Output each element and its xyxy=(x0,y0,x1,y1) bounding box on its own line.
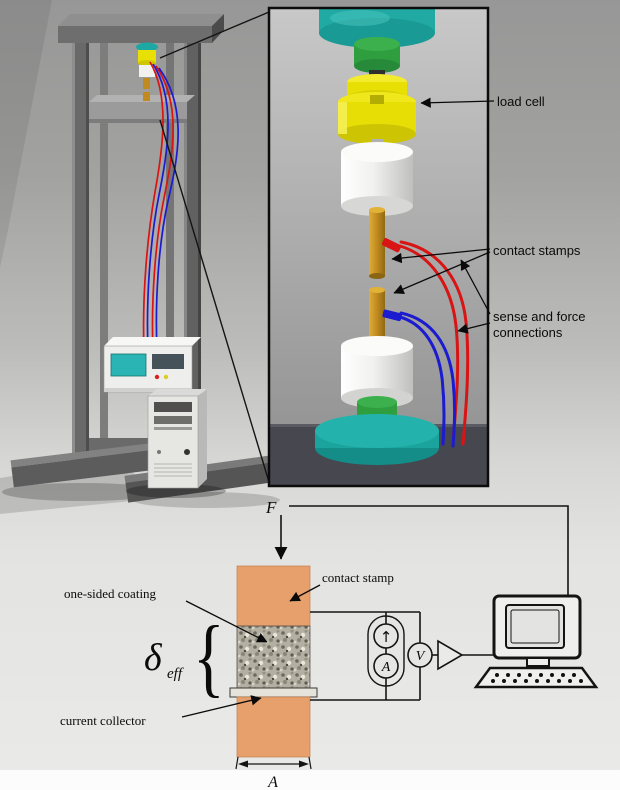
contact-stamp-leader xyxy=(289,584,321,602)
voltmeter-label: V xyxy=(416,649,426,664)
crt-screen xyxy=(505,604,565,649)
schematic: F contact stamp one-sided coating curren… xyxy=(60,498,599,790)
amplifier-triangle xyxy=(437,639,464,671)
drive-bay xyxy=(154,402,192,412)
drive-bay xyxy=(154,416,192,424)
blue-wire-sleeve xyxy=(382,309,402,322)
inset-wires xyxy=(398,240,470,448)
base-platen-teal xyxy=(315,414,439,465)
power-button xyxy=(184,449,190,455)
area-dimension xyxy=(235,756,312,770)
load-cell-label: load cell xyxy=(497,94,545,109)
ammeter-label: A xyxy=(381,660,391,675)
machine-frame xyxy=(10,14,275,503)
area-arrow-right xyxy=(299,760,309,768)
sense-force-label-line1: sense and force xyxy=(493,309,586,324)
current-source-arrow-icon: ↑ xyxy=(380,628,393,646)
collector-leader xyxy=(181,695,262,718)
inset-panel xyxy=(267,6,490,488)
red-wire-sleeve xyxy=(381,238,402,253)
testing-machine xyxy=(0,0,280,514)
left-foot xyxy=(10,442,159,488)
left-foot-shadow xyxy=(2,483,162,501)
keyboard-keys xyxy=(491,673,583,683)
keyboard xyxy=(473,666,599,689)
zoom-leader-lines xyxy=(159,11,270,483)
white-cylinder-upper xyxy=(341,142,413,216)
monitor-stand xyxy=(526,657,550,667)
force-signal-line xyxy=(274,505,569,595)
contact-stamps-label: contact stamps xyxy=(493,243,581,258)
stamp-column xyxy=(229,565,318,758)
source-meter-housing xyxy=(367,615,405,687)
force-symbol: F xyxy=(265,498,277,517)
area-symbol: A xyxy=(267,774,278,790)
contact-stamp-bottom xyxy=(236,696,311,758)
inset-labels: load cell contact stamps sense and force… xyxy=(391,94,586,340)
instrument-box xyxy=(103,337,201,393)
indicator-yellow xyxy=(163,374,169,380)
measurement-circuit xyxy=(310,611,494,701)
contact-stamp-label: contact stamp xyxy=(322,570,394,585)
coating-leader xyxy=(185,600,268,643)
upper-platen-teal xyxy=(319,8,435,48)
green-cylinder-upper xyxy=(354,37,400,73)
thickness-brace: { xyxy=(193,608,225,705)
inset-leader-lines xyxy=(391,97,495,334)
current-collector-label: current collector xyxy=(60,713,146,728)
ammeter-symbol-circle xyxy=(373,653,399,679)
computer-tower xyxy=(126,389,226,498)
delta-symbol: δ xyxy=(144,637,163,679)
coating-layer xyxy=(236,625,311,689)
indicator-red xyxy=(154,374,160,380)
crosshead-top xyxy=(89,95,195,102)
area-arrow-left xyxy=(238,760,248,768)
load-cell xyxy=(338,74,416,144)
wall-shadow xyxy=(0,0,52,268)
current-collector-strip xyxy=(229,687,318,698)
computer-monitor xyxy=(473,594,599,689)
current-source-symbol xyxy=(373,623,399,649)
bottom-margin xyxy=(0,770,620,790)
delta-subscript: eff xyxy=(167,666,184,682)
contact-stamp-lower xyxy=(369,287,385,348)
sense-force-label-line2: connections xyxy=(493,325,563,340)
instrument-display xyxy=(110,353,147,377)
machine-wires xyxy=(142,61,179,351)
one-sided-coating-label: one-sided coating xyxy=(64,586,157,601)
inset-border xyxy=(267,6,490,488)
contact-stamp-upper xyxy=(369,207,385,279)
